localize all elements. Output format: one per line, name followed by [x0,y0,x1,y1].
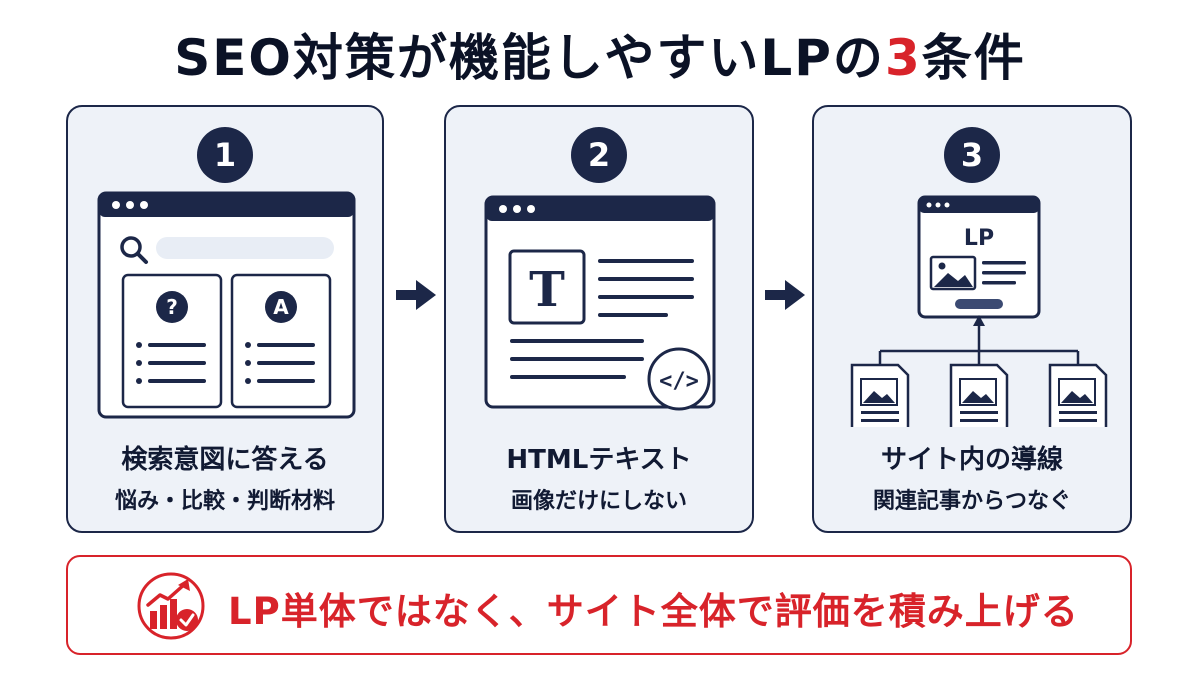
text-lines [510,259,694,379]
page-title: SEO対策が機能しやすいLPの3条件 [0,18,1200,90]
title-main: SEO対策が機能しやすいLPの [174,29,885,87]
question-mark: ? [166,295,178,319]
card-number-3: 3 [944,127,1000,183]
condition-card-2: 2 T </> [444,105,754,533]
card-caption-main-3: サイト内の導線 [880,445,1063,475]
code-symbol: </> [659,369,699,394]
condition-card-3: 3 LP [812,105,1132,533]
card-caption-sub-1: 悩み・比較・判断材料 [114,489,335,514]
card-number-2: 2 [571,127,627,183]
text-letter: T [529,262,565,318]
search-icon [120,236,148,264]
summary-text: LP単体ではなく、サイト全体で評価を積み上げる [228,590,1079,633]
condition-card-1: 1 ? A [66,105,384,533]
question-icon: ? [156,291,188,323]
document-icon [1048,363,1108,427]
growth-chart-check-icon [137,572,205,640]
lp-page-icon: LP [917,195,1041,319]
card-caption-sub-3: 関連記事からつなぐ [872,489,1071,514]
image-icon [929,255,977,291]
search-bar [156,237,334,259]
search-intent-illustration: ? A [97,191,356,419]
card-caption-main-2: HTMLテキスト [506,445,692,475]
flow-arrow-icon [396,280,436,314]
lp-label: LP [964,226,994,251]
summary-banner: LP単体ではなく、サイト全体で評価を積み上げる [66,555,1132,655]
document-icon [850,363,910,427]
list-icon [245,342,315,384]
html-text-illustration: T </> [484,195,716,411]
title-suffix: 条件 [921,29,1026,87]
card-caption-sub-2: 画像だけにしない [510,489,687,514]
answer-letter: A [273,295,289,319]
site-navigation-illustration: LP [850,195,1108,427]
card-number-1: 1 [197,127,253,183]
title-number: 3 [884,29,922,87]
flow-arrow-icon [765,280,805,314]
text-t-icon: T [508,249,586,325]
card-caption-main-1: 検索意図に答える [121,445,329,475]
answer-a-icon: A [265,291,297,323]
document-icon [949,363,1009,427]
code-icon: </> [647,347,711,411]
list-icon [136,342,206,384]
